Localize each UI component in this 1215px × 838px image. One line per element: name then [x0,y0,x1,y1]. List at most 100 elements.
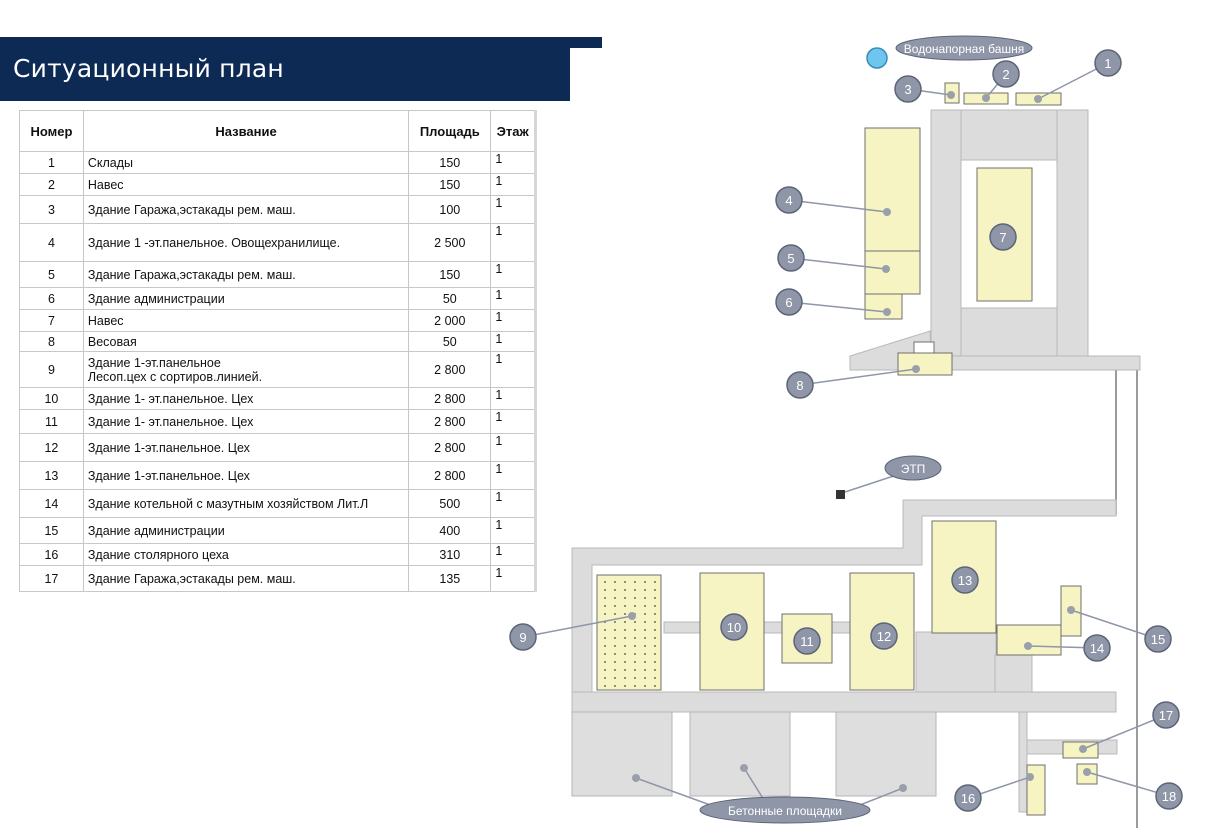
pattern-dot [624,661,626,663]
pattern-dot [654,637,656,639]
pattern-dot [644,629,646,631]
pattern-dot [634,621,636,623]
plan-marker-14: 14 [1083,634,1111,662]
pattern-dot [654,669,656,671]
row-number: 4 [19,223,84,262]
building-5 [864,250,921,295]
pattern-dot [624,629,626,631]
pattern-dot [634,605,636,607]
pattern-dot [654,581,656,583]
row-number: 15 [19,517,84,544]
plan-marker-7: 7 [989,223,1017,251]
anchor-dot [1026,773,1034,781]
water-tower-label: Водонапорная башня [895,35,1033,61]
pattern-dot [614,685,616,687]
pattern-dot [644,597,646,599]
row-name: Здание 1- эт.панельное. Цех [82,387,410,410]
plan-marker-18: 18 [1155,782,1183,810]
svg-text:9: 9 [519,630,526,645]
pattern-dot [604,613,606,615]
row-floor: 1 [490,151,536,174]
anchor-dot [1083,768,1091,776]
svg-text:6: 6 [785,295,792,310]
pattern-dot [654,677,656,679]
pattern-dot [634,677,636,679]
row-area: 2 800 [408,409,492,434]
svg-text:7: 7 [999,230,1006,245]
pattern-dot [624,597,626,599]
concrete-label: Бетонные площадки [699,796,871,824]
pattern-dot [644,669,646,671]
anchor-dot [740,764,748,772]
col-area: Площадь [408,110,492,152]
anchor-dot [632,774,640,782]
svg-text:15: 15 [1151,632,1165,647]
building-4 [864,127,921,252]
row-number: 17 [19,565,84,592]
row-floor: 1 [490,351,536,388]
row-area: 500 [408,489,492,518]
pattern-dot [634,685,636,687]
pattern-dot [644,661,646,663]
pattern-dot [644,677,646,679]
pattern-dot [624,637,626,639]
pattern-dot [654,605,656,607]
pattern-dot [614,629,616,631]
site-boundary [1115,368,1138,828]
pattern-dot [624,669,626,671]
plan-marker-16: 16 [954,784,982,812]
pattern-dot [634,581,636,583]
building-6 [864,293,903,320]
anchor-dot [628,612,636,620]
col-number: Номер [19,110,84,152]
pattern-dot [634,637,636,639]
svg-text:14: 14 [1090,641,1104,656]
row-area: 50 [408,287,492,310]
svg-text:ЭТП: ЭТП [901,462,926,476]
row-name: Здание 1 -эт.панельное. Овощехранилище. [82,223,410,262]
row-floor: 1 [490,517,536,544]
row-floor: 1 [490,433,536,462]
pattern-dot [634,589,636,591]
pattern-dot [604,589,606,591]
pattern-dot [644,581,646,583]
building-14 [996,624,1062,656]
svg-text:12: 12 [877,629,891,644]
pattern-dot [654,629,656,631]
pattern-dot [604,645,606,647]
anchor-dot [1079,745,1087,753]
pattern-dot [614,581,616,583]
row-number: 11 [19,409,84,434]
roads [571,109,1141,813]
pattern-dot [624,653,626,655]
pattern-dot [654,621,656,623]
svg-text:5: 5 [787,251,794,266]
pattern-dot [634,629,636,631]
pattern-dot [614,653,616,655]
pattern-dot [614,597,616,599]
pattern-dot [624,581,626,583]
pattern-dot [644,613,646,615]
plan-marker-6: 6 [775,288,803,316]
anchor-dot [899,784,907,792]
anchor-dot [1067,606,1075,614]
svg-text:10: 10 [727,620,741,635]
pattern-dot [654,613,656,615]
anchor-dot [947,91,955,99]
pattern-dot [604,629,606,631]
anchor-dot [982,94,990,102]
pattern-dot [644,589,646,591]
pattern-dot [604,677,606,679]
svg-text:11: 11 [800,634,814,649]
anchor-dot [912,365,920,373]
etp-label: ЭТП [884,455,942,481]
pattern-dot [654,597,656,599]
plan-marker-10: 10 [720,613,748,641]
page-title: Ситуационный план [13,54,284,83]
building-9-pattern [604,581,656,687]
